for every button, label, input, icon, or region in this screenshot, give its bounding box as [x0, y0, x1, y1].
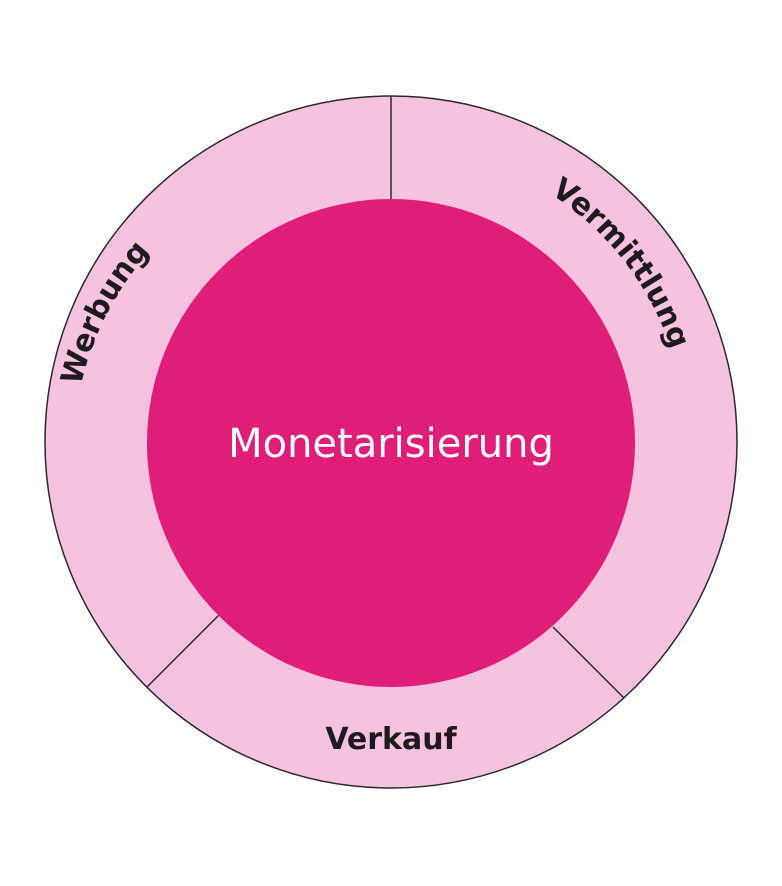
divider-lower-left	[146, 614, 220, 688]
segment-label-verkauf: Verkauf	[325, 722, 457, 757]
center-circle	[147, 199, 635, 687]
center-label: Monetarisierung	[228, 421, 554, 467]
divider-lower-right	[552, 626, 625, 699]
